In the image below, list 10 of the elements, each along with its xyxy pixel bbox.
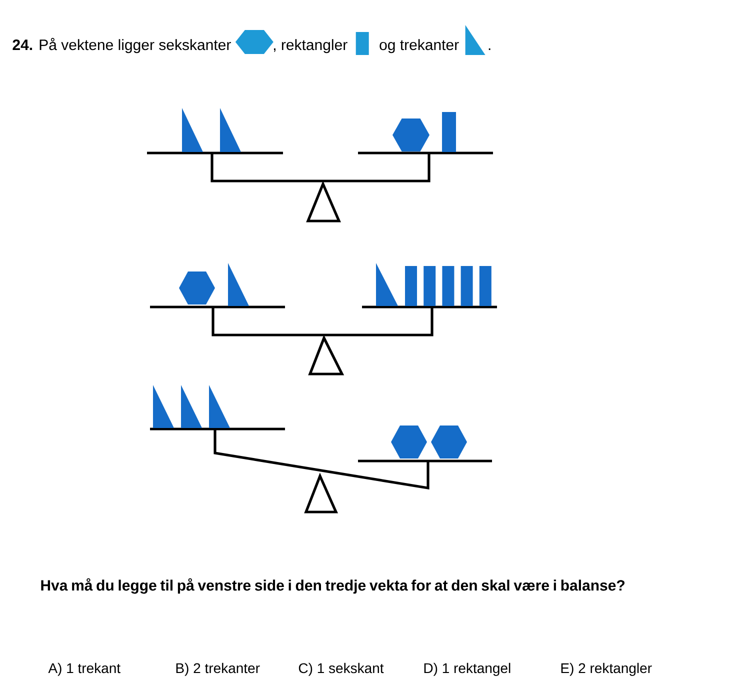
answer-option: D) 1 rektangel [424, 662, 510, 676]
question-text: Hva må du legge til på venstre side i den tredje vekta for at den skal være i balanse? [41, 578, 624, 594]
answer-option: B) 2 trekanter [176, 662, 260, 676]
answer-option: A) 1 trekant [48, 662, 120, 676]
answer-option: C) 1 sekskant [298, 662, 384, 676]
question-text: og trekanter [380, 39, 459, 54]
answer-option: E) 2 rektangler [561, 662, 652, 676]
question-text: . [488, 48, 490, 50]
question-text: , rektangler [274, 39, 348, 54]
question-text: 24. På vektene ligger sekskanter [12, 38, 231, 54]
